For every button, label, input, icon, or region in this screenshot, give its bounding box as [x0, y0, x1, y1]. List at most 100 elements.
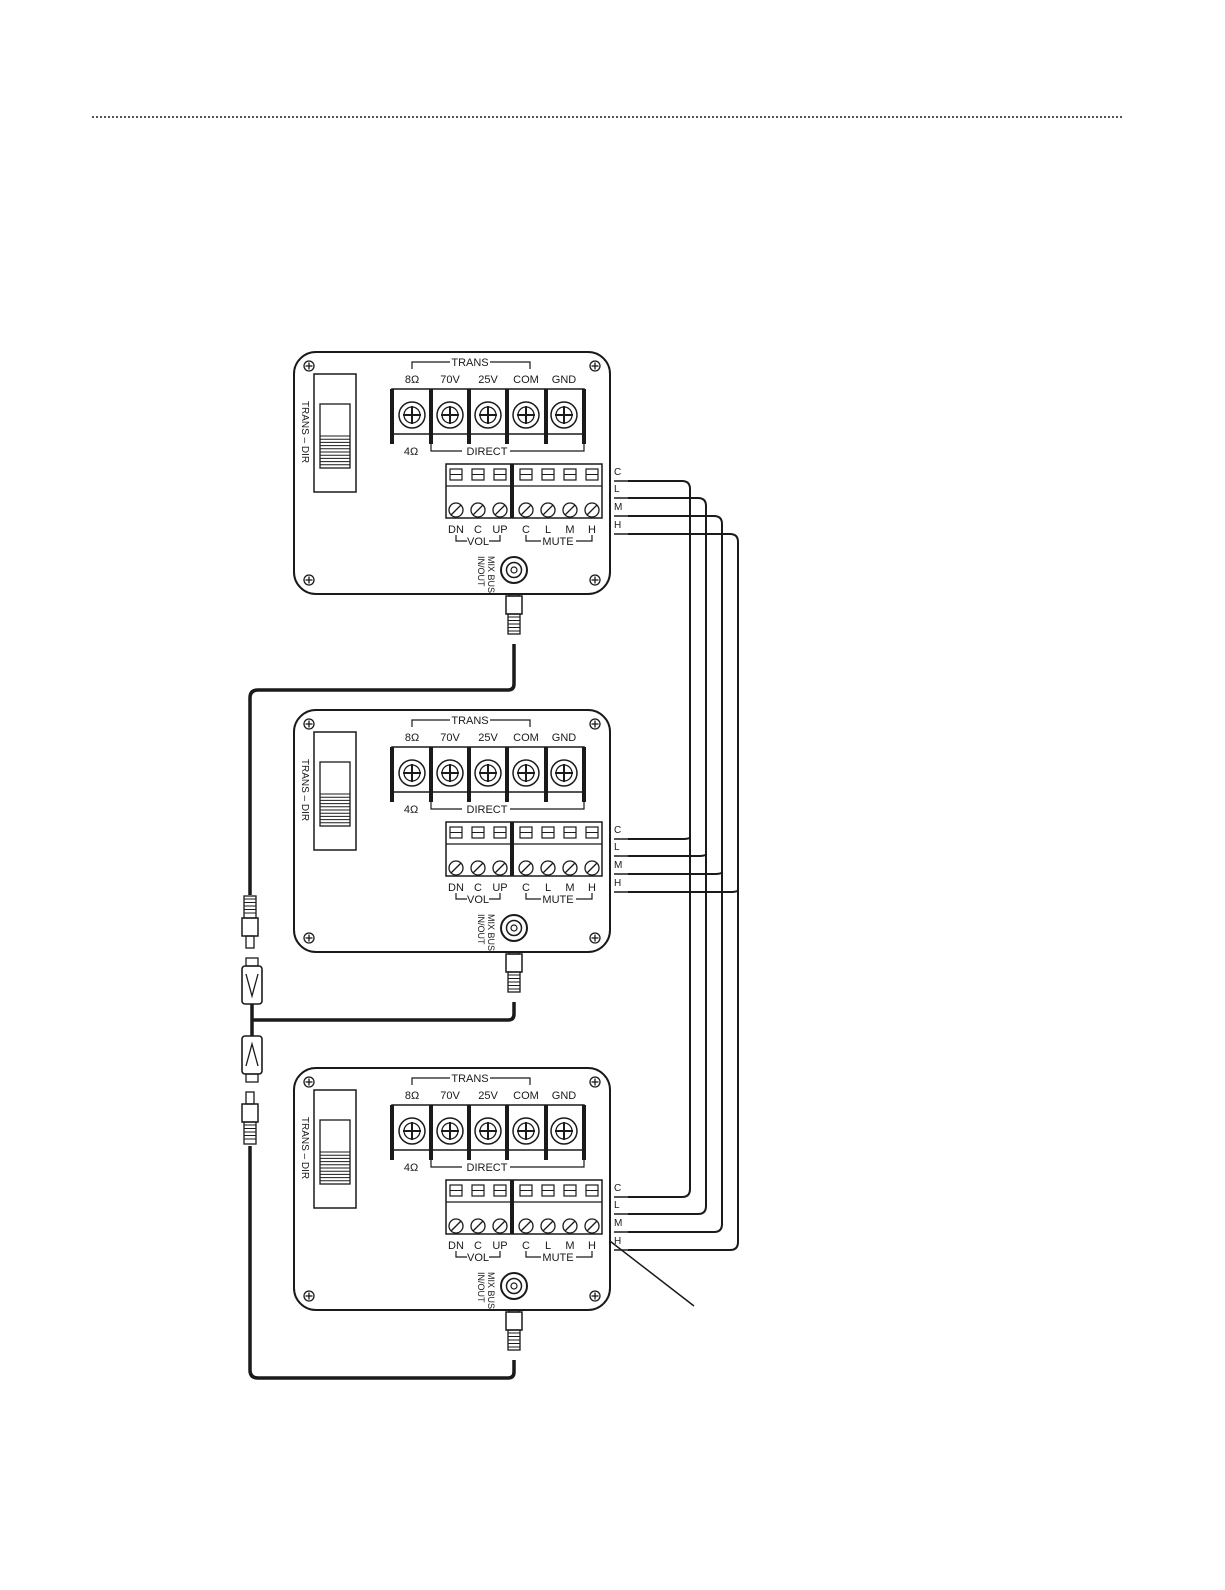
switch-label: TRANS – DIR — [299, 1117, 310, 1179]
vol-label: VOL — [467, 894, 489, 906]
mix-bus-label: MIX BUS — [486, 914, 496, 951]
terminal-label: 8Ω — [405, 1090, 419, 1102]
rca-adapter-neck — [246, 958, 258, 966]
wire-label: M — [614, 502, 622, 513]
terminal-divider — [505, 1105, 509, 1160]
pin-label: H — [588, 524, 596, 536]
ohm-label: 4Ω — [404, 1162, 418, 1174]
pin-label: DN — [448, 1240, 464, 1252]
pin-label: UP — [492, 882, 507, 894]
vol-label: VOL — [467, 536, 489, 548]
terminal-divider — [544, 747, 548, 802]
wire-label: H — [614, 520, 621, 531]
control-block-separator — [510, 822, 514, 876]
wire-label: H — [614, 878, 621, 889]
terminal-divider — [505, 389, 509, 444]
pin-label: UP — [492, 1240, 507, 1252]
terminal-label: 8Ω — [405, 732, 419, 744]
mix-bus-label: MIX BUS — [486, 556, 496, 593]
mix-bus-label: MIX BUS — [486, 1272, 496, 1309]
wire-label: C — [614, 825, 621, 836]
trans-label: TRANS — [451, 1073, 488, 1085]
mute-label: MUTE — [542, 894, 573, 906]
pin-label: C — [474, 1240, 482, 1252]
rca-plug-body — [506, 954, 522, 972]
ohm-label: 4Ω — [404, 804, 418, 816]
control-wire-M — [628, 516, 722, 1232]
terminal-divider — [582, 1105, 586, 1160]
pin-label: L — [545, 524, 551, 536]
terminal-label: 70V — [440, 374, 460, 386]
rca-plug-tip — [246, 936, 254, 948]
panel-3: TRANS – DIRTRANS8Ω70V25VCOMGNDDIRECT4ΩDN… — [294, 1068, 628, 1310]
terminal-divider — [467, 389, 471, 444]
terminal-label: COM — [513, 1090, 539, 1102]
terminal-label: 25V — [478, 1090, 498, 1102]
rca-plug-body — [242, 918, 258, 936]
terminal-divider — [505, 747, 509, 802]
pin-label: C — [474, 524, 482, 536]
mute-label: MUTE — [542, 536, 573, 548]
wire-label: H — [614, 1236, 621, 1247]
terminal-divider — [390, 1105, 394, 1160]
control-wire-C — [628, 481, 690, 1197]
rca-adapter-neck — [246, 1074, 258, 1082]
direct-label: DIRECT — [467, 804, 508, 816]
panels: TRANS – DIR TRANS 8Ω 70V 25V COM GND DIRECT 4Ω DN… — [294, 352, 628, 1310]
terminal-divider — [544, 1105, 548, 1160]
control-block-separator — [510, 464, 514, 518]
rca-plug-body — [242, 1104, 258, 1122]
wire-label: L — [614, 484, 620, 495]
terminal-label: COM — [513, 374, 539, 386]
terminal-divider — [467, 747, 471, 802]
pin-label: M — [565, 524, 574, 536]
terminal-divider — [544, 389, 548, 444]
terminal-label: 70V — [440, 732, 460, 744]
pin-label: UP — [492, 524, 507, 536]
rca-plug-body — [506, 596, 522, 614]
direct-label: DIRECT — [467, 1162, 508, 1174]
pin-label: H — [588, 1240, 596, 1252]
terminal-divider — [429, 389, 433, 444]
wire-label: L — [614, 1200, 620, 1211]
pin-label: H — [588, 882, 596, 894]
terminal-divider — [582, 747, 586, 802]
pin-label: DN — [448, 882, 464, 894]
rca-plug-tip — [246, 1092, 254, 1104]
pin-label: C — [522, 524, 530, 536]
vol-label: VOL — [467, 1252, 489, 1264]
pin-label: DN — [448, 524, 464, 536]
pin-label: M — [565, 1240, 574, 1252]
control-wire-L — [628, 498, 706, 1214]
mix-bus-cable-2 — [252, 1002, 514, 1020]
ohm-label: 4Ω — [404, 446, 418, 458]
control-wires — [606, 481, 738, 1306]
terminal-divider — [467, 1105, 471, 1160]
control-block-separator — [510, 1180, 514, 1234]
pin-label: M — [565, 882, 574, 894]
pin-label: C — [474, 882, 482, 894]
terminal-divider — [429, 1105, 433, 1160]
wire-label: C — [614, 467, 621, 478]
wire-label: L — [614, 842, 620, 853]
trans-label: TRANS — [451, 715, 488, 727]
direct-label: DIRECT — [467, 446, 508, 458]
mute-label: MUTE — [542, 1252, 573, 1264]
pin-label: L — [545, 1240, 551, 1252]
terminal-divider — [429, 747, 433, 802]
switch-label: TRANS – DIR — [299, 401, 310, 463]
pin-label: C — [522, 882, 530, 894]
wire-label: M — [614, 860, 622, 871]
rca-plug-body — [506, 1312, 522, 1330]
terminal-label: GND — [552, 732, 577, 744]
pin-label: C — [522, 1240, 530, 1252]
wire-label: C — [614, 1183, 621, 1194]
terminal-label: 70V — [440, 1090, 460, 1102]
terminal-label: GND — [552, 374, 577, 386]
terminal-label: 25V — [478, 732, 498, 744]
terminal-divider — [390, 747, 394, 802]
